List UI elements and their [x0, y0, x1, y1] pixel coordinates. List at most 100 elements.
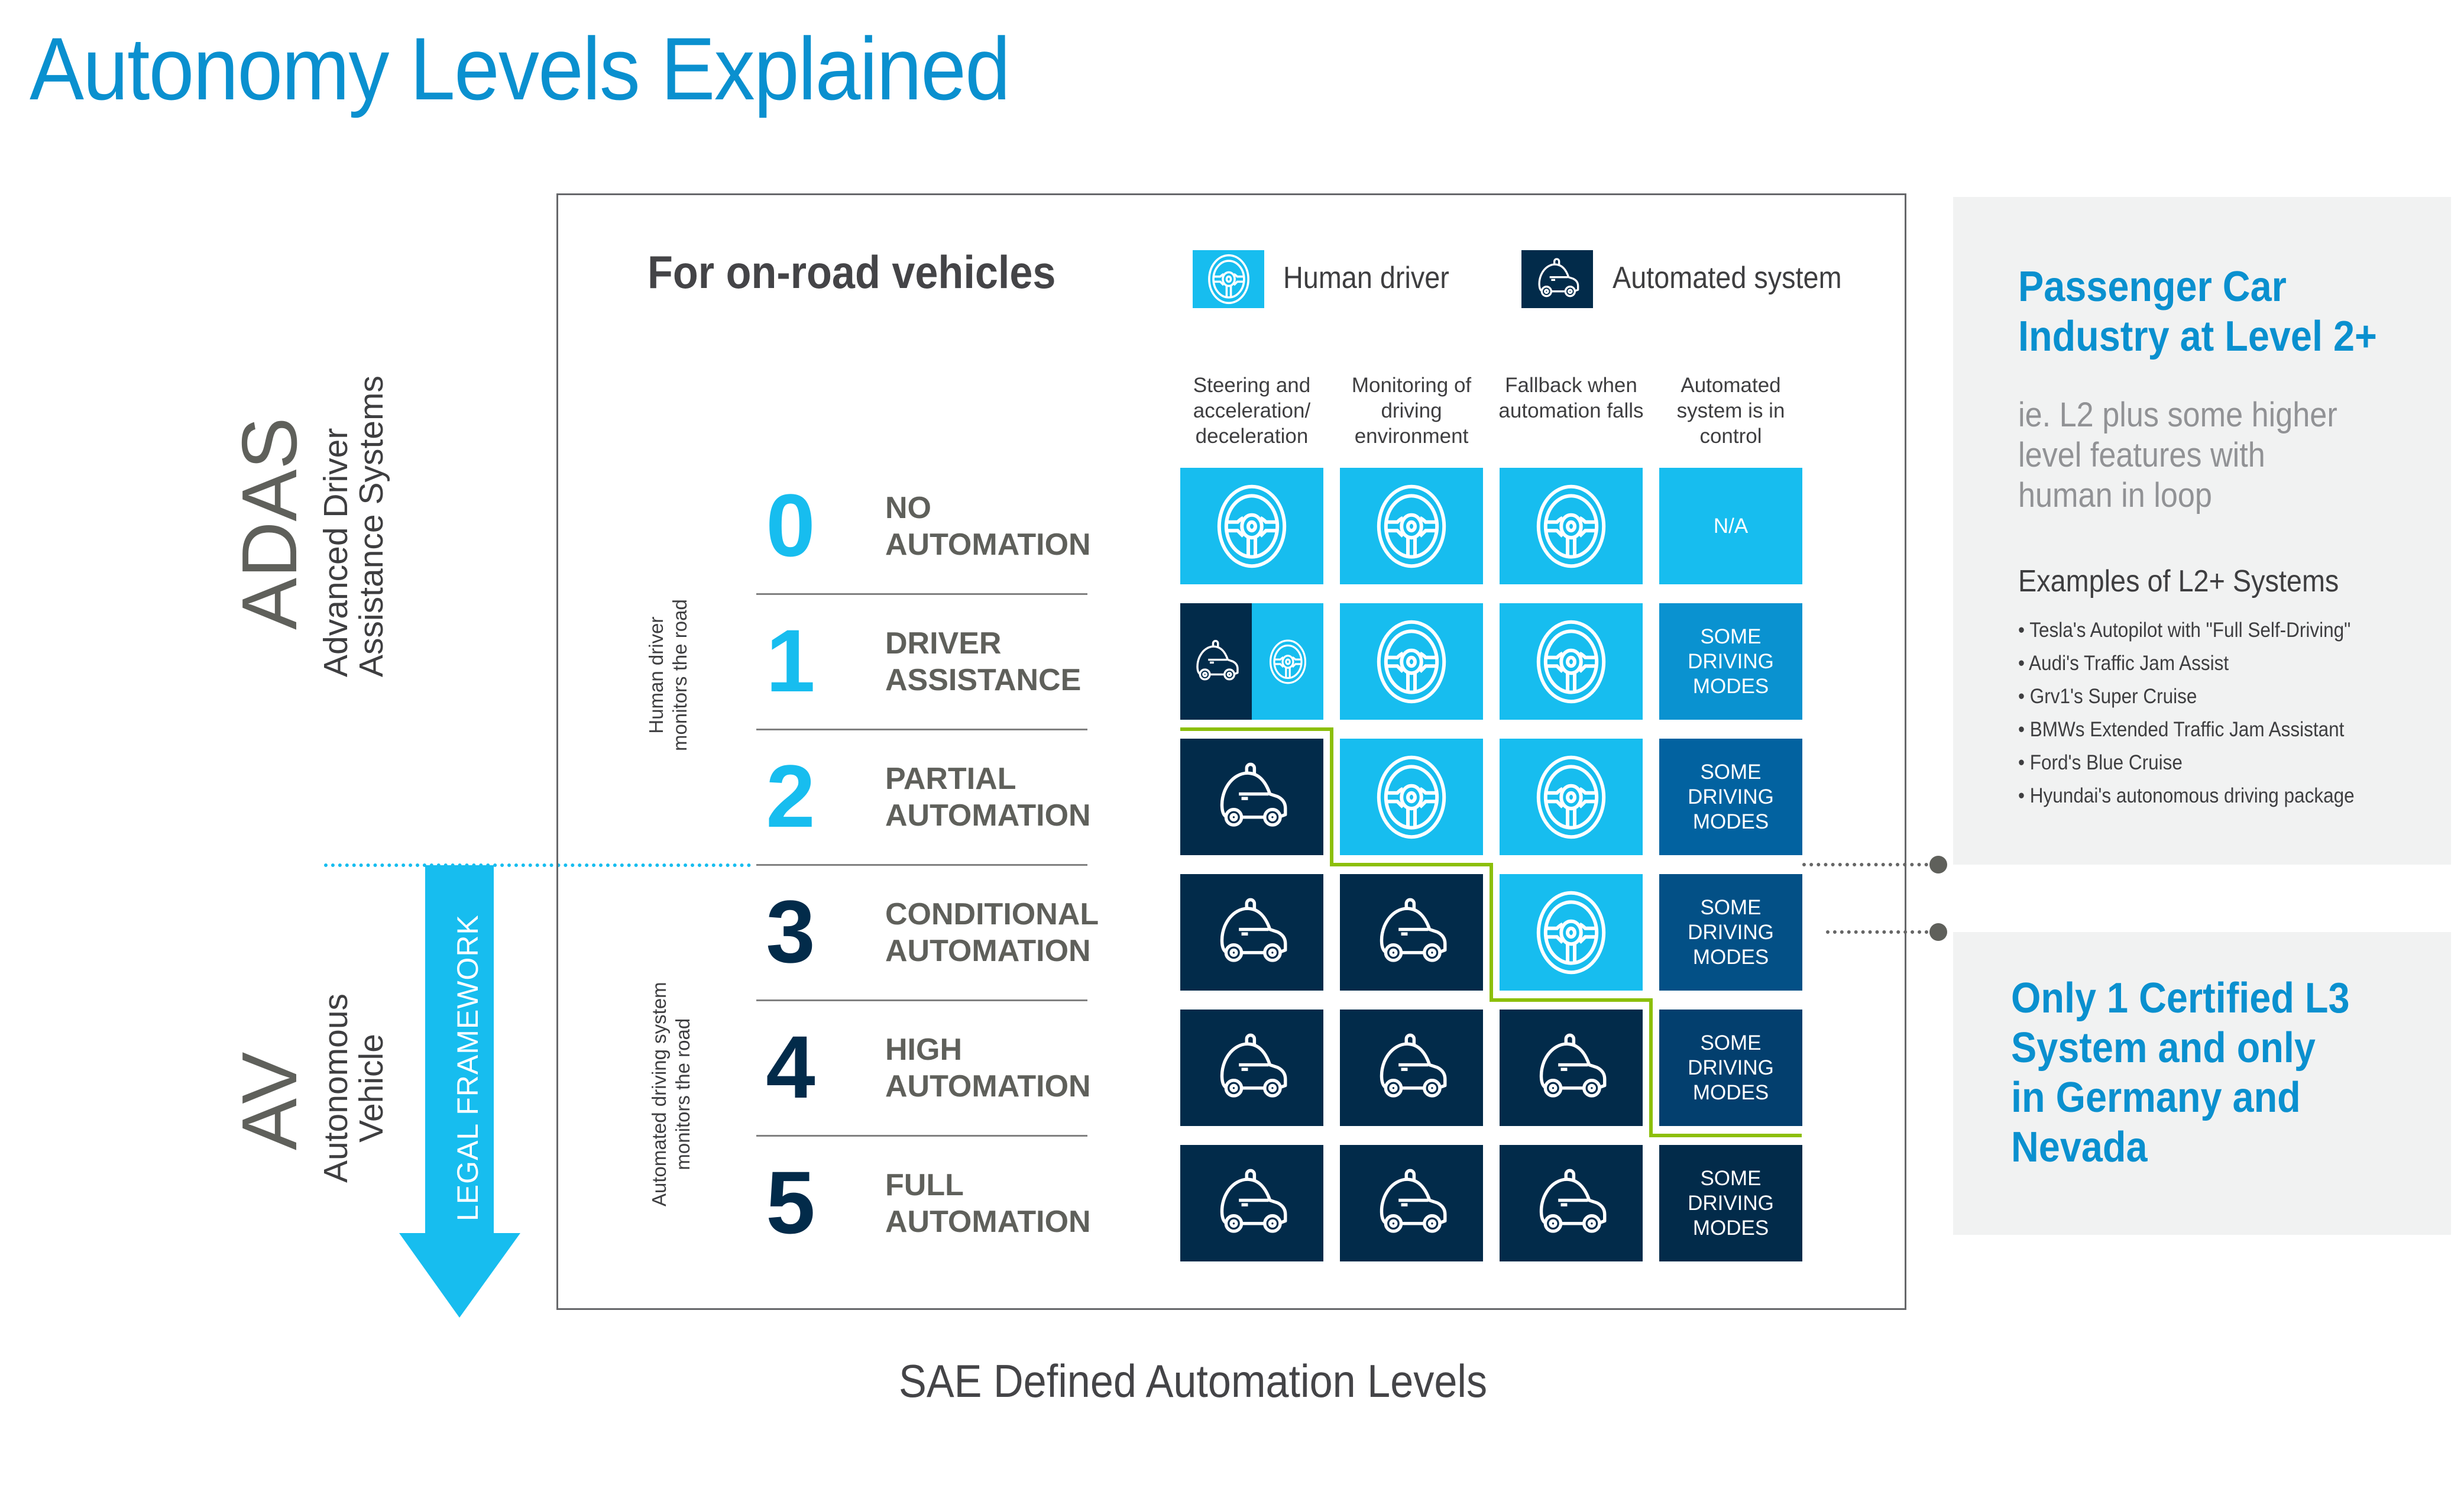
adas-line2: Assistance Systems — [352, 376, 390, 677]
level-separator — [756, 729, 1087, 730]
level-name-name-line1: NO — [885, 491, 931, 525]
level2plus-desc-line2: level features with — [2018, 436, 2265, 474]
cell-control-mode: SOME DRIVING MODES — [1659, 1010, 1802, 1126]
column-header-monitoring: Monitoring of driving environment — [1351, 374, 1472, 448]
steering-wheel-icon — [1536, 482, 1607, 571]
cell-control-mode: SOME DRIVING MODES — [1659, 603, 1802, 720]
steering-wheel-icon — [1536, 888, 1607, 977]
legend-system-label: Automated system — [1613, 261, 1842, 295]
cell-automated-system — [1180, 874, 1323, 991]
diagram-subtitle: For on-road vehicles — [647, 246, 1056, 298]
level-name-name-line2: AUTOMATION — [885, 1069, 1091, 1104]
example-item: • Hyundai's autonomous driving package — [2018, 784, 2355, 807]
cell-control-mode: N/A — [1659, 468, 1802, 584]
control-mode-text: N/A — [1713, 514, 1749, 538]
autonomous-car-icon — [1213, 897, 1291, 968]
level2plus-heading: Passenger Car Industry at Level 2+ — [2018, 262, 2377, 361]
control-mode-text: SOME DRIVING MODES — [1688, 760, 1774, 833]
diagram-frame — [556, 193, 1906, 1310]
level-number: 1 — [766, 611, 815, 710]
cell-automated-system — [1340, 1010, 1483, 1126]
column-header-control: Automated system is in control — [1676, 374, 1785, 448]
steering-wheel-icon — [1269, 639, 1306, 684]
autonomous-car-icon — [1537, 258, 1579, 297]
cell-automated-system — [1500, 1010, 1643, 1126]
level2plus-description: ie. L2 plus some higher level features w… — [2018, 395, 2337, 516]
level-name-name-line1: FULL — [885, 1168, 964, 1202]
autonomous-car-icon — [1372, 1033, 1450, 1104]
level-separator — [756, 999, 1087, 1001]
level-separator — [756, 864, 1087, 866]
level-name-name-line2: AUTOMATION — [885, 798, 1091, 833]
level-name-name-line2: AUTOMATION — [885, 1205, 1091, 1239]
adas-line1: Advanced Driver — [317, 428, 355, 677]
cell-automated-system — [1340, 1145, 1483, 1261]
diagram-caption: SAE Defined Automation Levels — [899, 1355, 1488, 1407]
cell-automated-system — [1180, 739, 1323, 855]
cell-control-mode: SOME DRIVING MODES — [1659, 739, 1802, 855]
example-item: • Grv1's Super Cruise — [2018, 685, 2197, 708]
level-name-name-line1: HIGH — [885, 1033, 962, 1067]
connector-level3 — [1826, 930, 1935, 934]
steering-wheel-icon — [1376, 753, 1447, 842]
adas-av-divider — [324, 863, 751, 867]
arrow-shape — [399, 865, 520, 1318]
cell-automated-system — [1340, 874, 1483, 991]
level-number: 4 — [766, 1017, 815, 1117]
control-mode-text: SOME DRIVING MODES — [1688, 1031, 1774, 1104]
autonomous-car-icon — [1213, 1168, 1291, 1239]
examples-list: • Tesla's Autopilot with "Full Self-Driv… — [2018, 614, 2392, 813]
adas-full-name: Advanced Driver Assistance Systems — [317, 376, 390, 677]
control-mode-text: SOME DRIVING MODES — [1688, 625, 1774, 698]
human-monitors-line1: Human driver — [645, 616, 667, 734]
level2plus-panel: Passenger Car Industry at Level 2+ ie. L… — [1953, 197, 2451, 865]
level-separator — [756, 593, 1087, 595]
cell-shared-control — [1180, 603, 1323, 720]
autonomous-car-icon — [1196, 639, 1239, 680]
cell-human-driver — [1500, 739, 1643, 855]
example-item: • Audi's Traffic Jam Assist — [2018, 652, 2229, 675]
steering-wheel-icon — [1536, 753, 1607, 842]
level2plus-heading-line2: Industry at Level 2+ — [2018, 313, 2377, 360]
cell-half-human — [1252, 603, 1323, 720]
connector-level3-endpoint — [1929, 923, 1947, 941]
cell-human-driver — [1340, 739, 1483, 855]
legal-framework-arrow — [399, 865, 520, 1318]
level-number: 0 — [766, 475, 815, 575]
av-full-name: Autonomous Vehicle — [317, 993, 390, 1183]
cell-human-driver — [1500, 603, 1643, 720]
av-label: AV — [226, 1052, 313, 1150]
av-line2: Vehicle — [352, 1034, 390, 1143]
examples-title: Examples of L2+ Systems — [2018, 564, 2339, 598]
level-name-name-line2: ASSISTANCE — [885, 663, 1082, 697]
system-monitors-line2: monitors the road — [672, 1018, 694, 1170]
level3-heading-line: Nevada — [2011, 1124, 2148, 1171]
legend-human-label: Human driver — [1283, 261, 1449, 295]
level-name-name-line2: AUTOMATION — [885, 934, 1091, 968]
legal-framework-label: LEGAL FRAMEWORK — [451, 914, 484, 1221]
adas-label: ADAS — [226, 417, 313, 630]
av-line1: Autonomous — [317, 993, 355, 1183]
cell-half-automated — [1180, 603, 1252, 720]
human-monitors-label: Human driver monitors the road — [645, 599, 692, 751]
level2plus-desc-line1: ie. L2 plus some higher — [2018, 396, 2337, 434]
cell-human-driver — [1500, 468, 1643, 584]
steering-wheel-icon — [1207, 254, 1249, 305]
autonomous-car-icon — [1372, 1168, 1450, 1239]
cell-automated-system — [1500, 1145, 1643, 1261]
steering-wheel-icon — [1376, 482, 1447, 571]
autonomous-car-icon — [1532, 1033, 1610, 1104]
connector-level2plus — [1802, 863, 1935, 866]
cell-human-driver — [1180, 468, 1323, 584]
system-monitors-label: Automated driving system monitors the ro… — [647, 982, 695, 1206]
example-item: • Ford's Blue Cruise — [2018, 751, 2183, 774]
steering-wheel-icon — [1536, 617, 1607, 706]
column-header-steering: Steering and acceleration/ deceleration — [1193, 374, 1311, 448]
system-monitors-line1: Automated driving system — [648, 982, 670, 1206]
